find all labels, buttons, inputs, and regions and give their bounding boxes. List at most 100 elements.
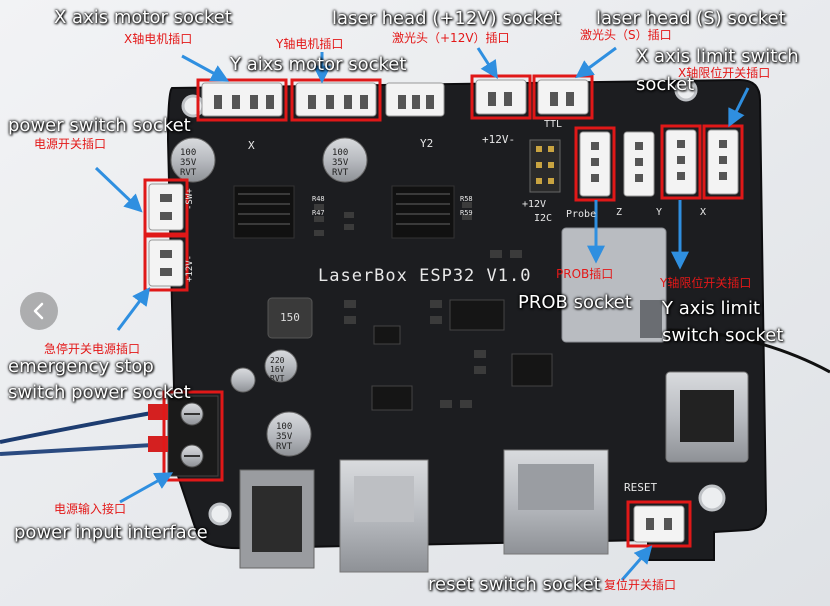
power-terminal [148, 395, 219, 477]
connector-pins [214, 92, 574, 109]
cap-small-marking: 220 16V RVT [270, 356, 284, 383]
label-y-limit-cn: Y轴限位开关插口 [660, 276, 752, 290]
box-x-motor [196, 78, 288, 122]
label-power-input-cn: 电源输入接口 [54, 502, 127, 516]
reset-connector [633, 505, 685, 543]
box-y-limit [660, 124, 702, 200]
cap-left-marking: 100 35V RVT [180, 148, 196, 178]
label-y-motor-cn: Y轴电机插口 [276, 37, 344, 51]
label-reset-cn: 复位开关插口 [604, 578, 677, 592]
cap-mid-series: RVT [332, 168, 349, 178]
mounting-holes [181, 78, 726, 526]
label-x-limit-cn: X轴限位开关插口 [678, 66, 771, 80]
label-x-motor-en: X axis motor socket [54, 7, 232, 28]
arrow-reset [620, 545, 653, 581]
silk-x-limit: X [700, 207, 707, 218]
silk-x-motor: X [248, 139, 255, 152]
silk-z-limit: Z [616, 207, 623, 218]
silk-ttl: TTL [544, 119, 563, 130]
arrow-power-switch [94, 166, 143, 213]
label-laser-12v-en: laser head (+12V) socket [332, 8, 561, 29]
silk-r58: R58 [460, 195, 473, 203]
arrow-laser-s [575, 46, 617, 79]
arrow-x-limit [728, 87, 750, 128]
silk-i2c: I2C [534, 213, 553, 224]
label-reset-en: reset switch socket [428, 574, 601, 595]
arrow-estop [116, 287, 151, 331]
inductor-marking: 150 [280, 311, 300, 324]
box-estop [143, 234, 189, 292]
silk-12v-header: +12V [522, 199, 547, 210]
label-estop-en-2: switch power socket [8, 382, 191, 403]
label-y-limit-en-1: Y axis limit [662, 298, 761, 319]
silk-y2-motor: Y2 [420, 137, 434, 150]
inductor [267, 297, 313, 339]
left-connectors [148, 183, 184, 287]
arrow-laser-12v [476, 47, 498, 80]
side-connector-pins [591, 140, 727, 182]
box-laser-12v [470, 74, 532, 120]
label-x-limit-en-2: socket [636, 74, 695, 95]
cap-small-series: RVT [270, 374, 285, 383]
label-y-limit-en-2: switch socket [662, 325, 784, 346]
label-laser-s-cn: 激光头（S）插口 [580, 28, 672, 42]
antenna-cable [667, 328, 830, 374]
cap-small-value: 220 [270, 356, 285, 365]
tf-card-slot [503, 449, 609, 555]
cap-bottom-marking: 100 35V RVT [276, 422, 292, 452]
highlight-boxes [143, 74, 744, 548]
box-y-motor [290, 78, 382, 122]
ttl-header-pins [536, 146, 554, 184]
label-y-motor-en: Y aixs motor socket [230, 54, 407, 75]
label-prob-en: PROB socket [518, 292, 632, 313]
cap-bottom-value: 100 [276, 422, 293, 432]
prev-image-button[interactable] [20, 292, 58, 330]
label-x-motor-cn: X轴电机插口 [124, 32, 193, 46]
box-power-switch [143, 178, 189, 236]
capacitors [170, 137, 368, 457]
smd-components [314, 202, 522, 408]
silk-probe: Probe [566, 209, 597, 220]
silk-laser-12v: +12V- [482, 133, 516, 146]
label-laser-12v-cn: 激光头（+12V）插口 [392, 31, 510, 45]
cap-mid-value: 100 [332, 148, 349, 158]
board-model-label: LaserBox ESP32 V1.0 [318, 266, 532, 286]
arrow-power-input [119, 472, 174, 504]
chevron-left-icon [33, 302, 44, 320]
esp32-module [561, 227, 667, 343]
cap-bottom-voltage: 35V [276, 432, 293, 442]
silk-y-limit: Y [656, 207, 663, 218]
silk-estop-power: +12V- [185, 254, 195, 282]
silk-power-switch: -SW+ [185, 188, 195, 210]
cap-left-value: 100 [180, 148, 197, 158]
label-x-limit-en-1: X axis limit switch [636, 46, 799, 67]
silk-r47: R47 [312, 209, 325, 217]
cap-mid-voltage: 35V [332, 158, 349, 168]
box-x-limit [702, 124, 744, 200]
label-prob-cn: PROB插口 [556, 267, 614, 281]
silk-r59: R59 [460, 209, 473, 217]
ics [371, 299, 553, 411]
silk-reset: RESET [624, 481, 658, 494]
annotation-arrows [94, 46, 750, 581]
cap-small-voltage: 16V [270, 365, 285, 374]
box-power-input [162, 390, 224, 482]
label-estop-en-1: emergency stop [8, 356, 154, 377]
silk-r48: R48 [312, 195, 325, 203]
cap-left-series: RVT [180, 168, 197, 178]
hdmi-port [665, 371, 749, 463]
dc-jack [239, 469, 315, 569]
arrow-x-motor [181, 54, 230, 82]
label-estop-cn: 急停开关电源插口 [44, 342, 141, 356]
usb-port [339, 459, 429, 573]
left-connector-pins [160, 194, 172, 276]
label-power-switch-cn: 电源开关插口 [34, 137, 107, 151]
label-power-input-en: power input interface [14, 522, 208, 543]
label-laser-s-en: laser head (S) socket [596, 8, 786, 29]
heatsink-fins [238, 193, 450, 225]
cap-left-voltage: 35V [180, 158, 197, 168]
cap-mid-marking: 100 35V RVT [332, 148, 348, 178]
cap-bottom-series: RVT [276, 442, 293, 452]
